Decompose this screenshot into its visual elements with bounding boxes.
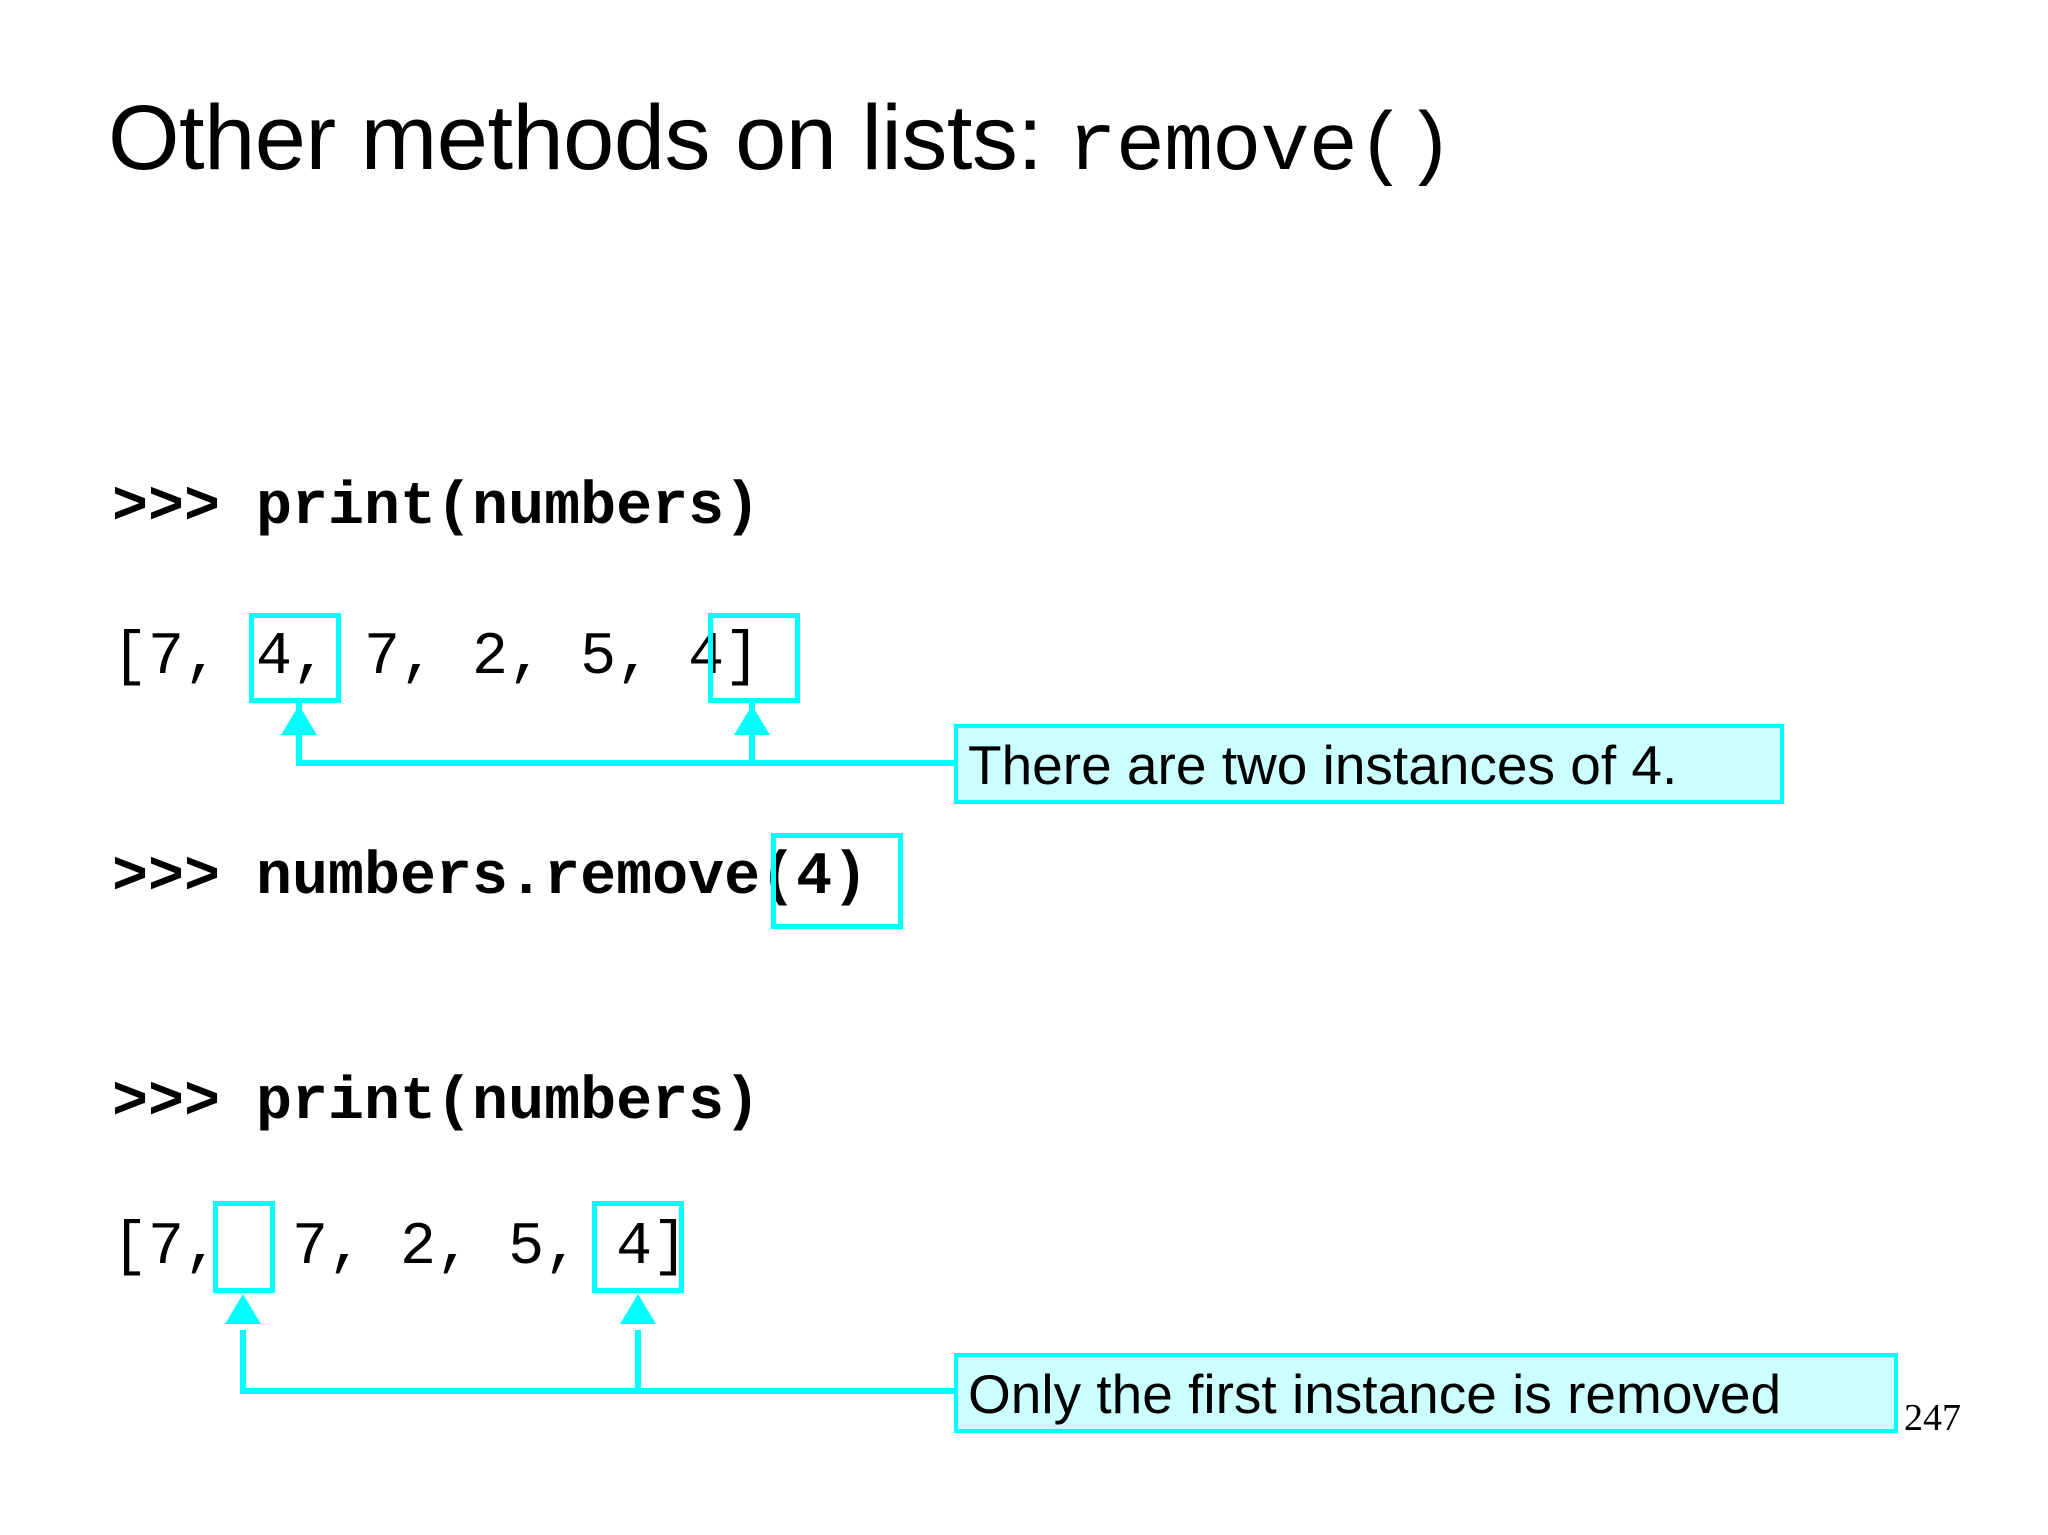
highlight-box-remaining-4 (592, 1201, 684, 1293)
code-line-print-1: >>> print(numbers) (112, 474, 761, 542)
connector-line-vertical-bottom-right (635, 1330, 641, 1392)
highlight-box-removed-gap (213, 1201, 275, 1293)
page-title-text: Other methods on lists: (108, 87, 1068, 189)
highlight-box-first-4 (249, 613, 341, 703)
arrow-up-icon (620, 1294, 656, 1324)
page-number: 247 (1904, 1397, 1961, 1439)
highlight-box-last-4 (708, 613, 800, 703)
code-line-output-1: [7, 4, 7, 2, 5, 4] (112, 624, 761, 692)
code-line-remove-call: >>> numbers.remove(4) (112, 844, 869, 912)
arrow-up-icon (225, 1294, 261, 1324)
arrow-up-icon (281, 705, 317, 735)
callout-two-instances: There are two instances of 4. (954, 724, 1784, 804)
code-line-output-2: [7, 7, 2, 5, 4] (112, 1214, 689, 1282)
callout-only-first-removed: Only the first instance is removed (954, 1353, 1898, 1433)
connector-line-horizontal-bottom (240, 1388, 960, 1394)
page-title: Other methods on lists: remove() (108, 92, 1958, 189)
page-title-method: remove() (1067, 101, 1455, 194)
connector-line-vertical-bottom-left (240, 1330, 246, 1392)
highlight-box-remove-argument (771, 833, 903, 929)
connector-line-horizontal-top (296, 760, 960, 766)
arrow-up-icon (734, 705, 770, 735)
code-line-print-2: >>> print(numbers) (112, 1069, 761, 1137)
